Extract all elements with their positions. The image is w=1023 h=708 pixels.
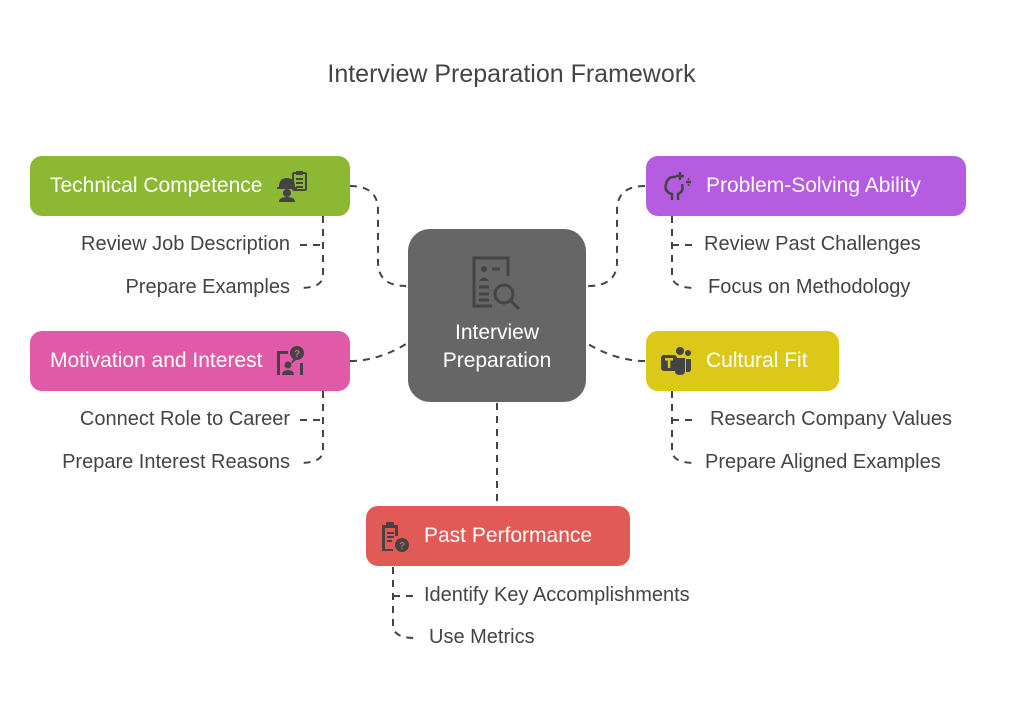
diagram-title: Interview Preparation Framework [327,60,696,88]
teams-icon [660,345,692,377]
connector-technical-subs [299,216,324,289]
clipboard-question-icon: ? [378,520,410,552]
worker-clipboard-icon [276,170,308,202]
node-label: Problem-Solving Ability [706,174,921,197]
sub-item: Prepare Examples [125,276,290,298]
node-cultural-fit[interactable]: Cultural Fit [646,331,839,391]
node-label: Cultural Fit [706,349,808,372]
sub-item: Prepare Interest Reasons [62,451,290,473]
connector-motivation-subs [299,391,324,464]
connector-cultural-subs [671,391,696,464]
svg-text:?: ? [399,541,405,552]
node-technical-competence[interactable]: Technical Competence [30,156,350,216]
sub-item: Review Past Challenges [704,233,921,255]
sub-item: Focus on Methodology [708,276,911,298]
node-problem-solving-ability[interactable]: Problem-Solving Ability [646,156,966,216]
head-idea-icon [660,170,692,202]
svg-text:?: ? [294,349,300,360]
node-motivation-and-interest[interactable]: Motivation and Interest ? [30,331,350,391]
connector-problem-subs [671,216,696,289]
person-question-icon: ? [274,345,306,377]
connector-technical [349,185,407,287]
sub-item: Prepare Aligned Examples [705,451,941,473]
sub-item: Use Metrics [429,626,535,648]
sub-item: Identify Key Accomplishments [424,584,690,606]
resume-search-icon [470,254,526,319]
node-label: Past Performance [424,524,593,547]
node-label: Motivation and Interest [50,349,263,372]
connector-motivation [349,343,407,362]
center-node[interactable]: Interview Preparation [408,229,586,402]
sub-item: Connect Role to Career [79,408,290,430]
sub-item: Review Job Description [81,233,290,255]
connector-past-subs [392,567,416,639]
connector-problem [587,185,646,287]
connector-cultural [587,343,646,362]
node-label: Technical Competence [50,174,263,197]
node-past-performance[interactable]: ? Past Performance [366,506,630,566]
center-label-line1: Interview [454,321,540,344]
sub-item: Research Company Values [710,408,952,430]
center-label-line2: Preparation [442,349,552,372]
